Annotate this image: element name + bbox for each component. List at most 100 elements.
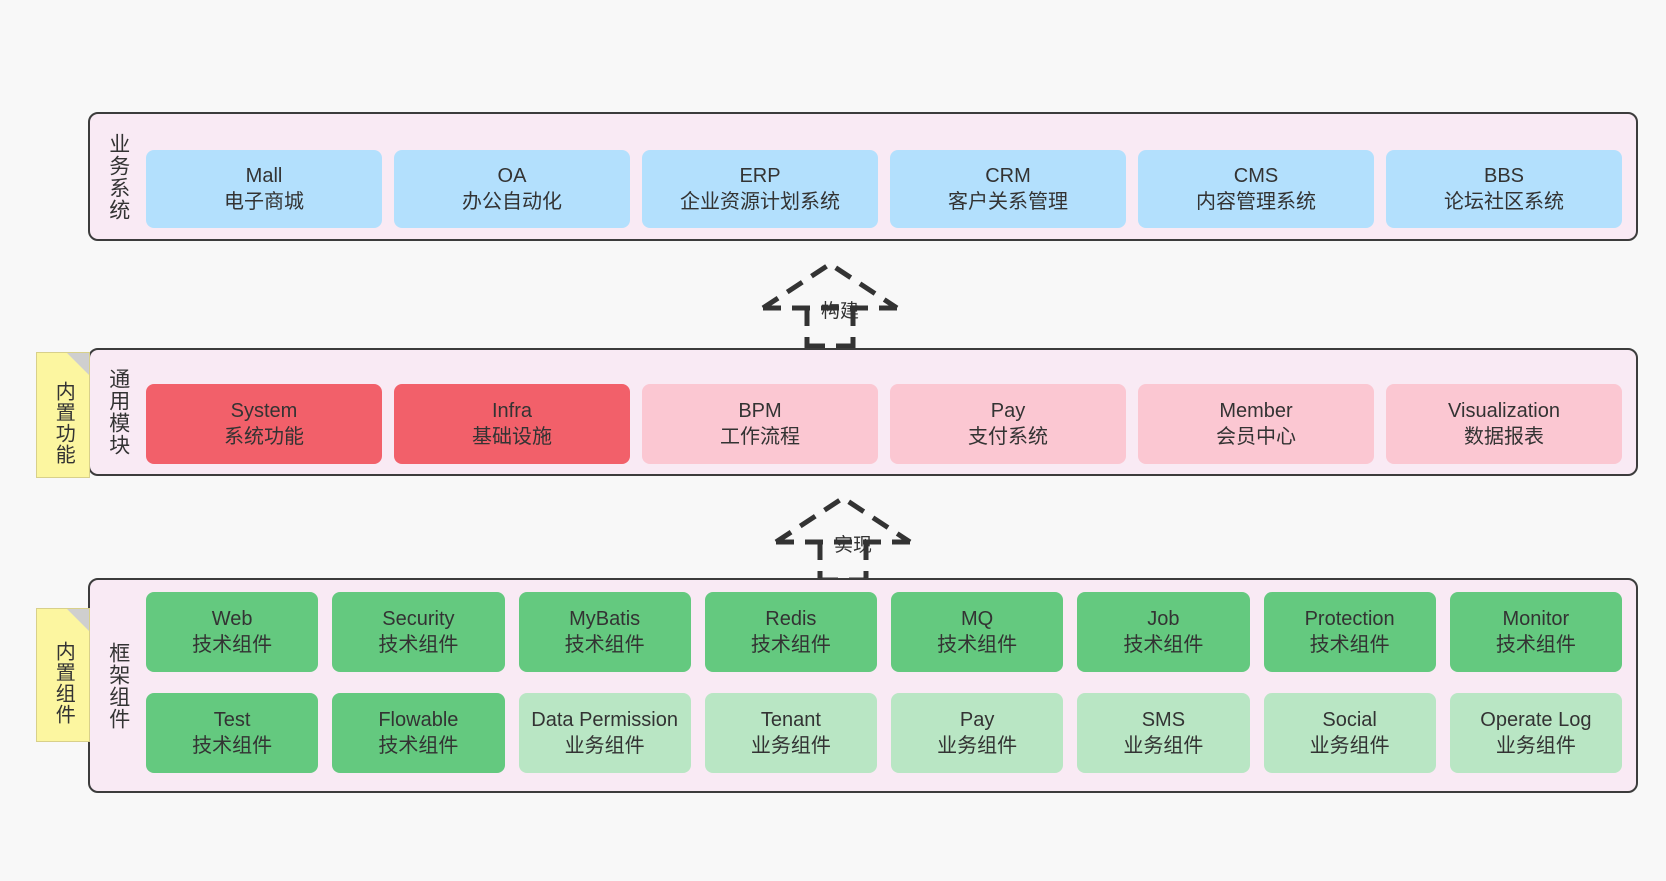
- sticky-note-builtin-function[interactable]: 内置功能: [36, 352, 90, 478]
- node-operate-log[interactable]: Operate Log 业务组件: [1449, 692, 1622, 773]
- node-subtitle: 支付系统: [968, 426, 1048, 448]
- node-monitor[interactable]: Monitor 技术组件: [1449, 592, 1622, 672]
- node-oa[interactable]: OA 办公自动化: [394, 149, 630, 228]
- node-name: Web: [211, 608, 253, 630]
- layer-body-common-module: System 系统功能 Infra 基础设施 BPM 工作流程 Pay 支付系统…: [146, 350, 1636, 498]
- node-subtitle: 数据报表: [1464, 426, 1544, 448]
- sticky-note-label: 内置功能: [52, 381, 75, 465]
- node-name: CRM: [985, 164, 1031, 187]
- node-bpm[interactable]: BPM 工作流程: [642, 384, 878, 464]
- node-subtitle: 技术组件: [1309, 634, 1390, 656]
- node-sms[interactable]: SMS 业务组件: [1077, 692, 1250, 773]
- generalization-arrow-icon: [761, 261, 899, 348]
- node-name: CMS: [1233, 164, 1279, 187]
- node-redis[interactable]: Redis 技术组件: [704, 592, 877, 672]
- node-subtitle: 电子商城: [224, 190, 304, 213]
- node-pay-component[interactable]: Pay 业务组件: [891, 692, 1064, 773]
- node-subtitle: 技术组件: [1495, 634, 1576, 656]
- node-subtitle: 技术组件: [750, 634, 831, 656]
- node-name: MQ: [961, 608, 994, 630]
- node-name: Flowable: [378, 708, 459, 731]
- node-mybatis[interactable]: MyBatis 技术组件: [518, 592, 691, 672]
- node-name: Infra: [491, 400, 533, 422]
- node-visualization[interactable]: Visualization 数据报表: [1386, 384, 1622, 464]
- node-subtitle: 客户关系管理: [948, 190, 1068, 213]
- node-web[interactable]: Web 技术组件: [146, 592, 319, 672]
- node-name: Protection: [1304, 608, 1395, 630]
- node-name: BBS: [1483, 164, 1525, 187]
- node-name: Job: [1147, 608, 1180, 630]
- layer-title-framework-component: 框架组件: [106, 641, 130, 730]
- node-subtitle: 业务组件: [1309, 734, 1390, 757]
- node-subtitle: 论坛社区系统: [1444, 190, 1564, 213]
- arrow-implement: 实现: [768, 492, 918, 582]
- node-subtitle: 技术组件: [192, 634, 273, 656]
- node-social[interactable]: Social 业务组件: [1263, 692, 1436, 773]
- node-data-permission[interactable]: Data Permission 业务组件: [518, 692, 691, 773]
- layer-business-system[interactable]: 业务系统 Mall 电子商城 OA 办公自动化 ERP 企业资源计划系统 CRM…: [88, 112, 1638, 241]
- node-subtitle: 技术组件: [1123, 634, 1204, 656]
- layer-body-framework-component: Web 技术组件 Security 技术组件 MyBatis 技术组件 Redi…: [146, 580, 1636, 791]
- node-erp[interactable]: ERP 企业资源计划系统: [642, 149, 878, 228]
- node-name: Member: [1219, 400, 1293, 422]
- node-name: Operate Log: [1480, 708, 1592, 731]
- node-mall[interactable]: Mall 电子商城: [146, 149, 382, 228]
- node-name: Social: [1322, 708, 1377, 731]
- node-member[interactable]: Member 会员中心: [1138, 384, 1374, 464]
- node-test[interactable]: Test 技术组件: [146, 692, 319, 773]
- node-name: Pay: [990, 400, 1026, 422]
- node-subtitle: 内容管理系统: [1196, 190, 1316, 213]
- node-name: OA: [497, 164, 527, 187]
- framework-row-tech: Web 技术组件 Security 技术组件 MyBatis 技术组件 Redi…: [146, 592, 1622, 679]
- node-name: Security: [382, 608, 455, 630]
- node-name: BPM: [738, 400, 782, 422]
- layer-common-module[interactable]: 通用模块 System 系统功能 Infra 基础设施 BPM 工作流程 Pay…: [88, 348, 1638, 476]
- node-name: Tenant: [760, 708, 821, 731]
- node-subtitle: 技术组件: [378, 634, 459, 656]
- node-name: Redis: [765, 608, 817, 630]
- node-job[interactable]: Job 技术组件: [1077, 592, 1250, 672]
- node-subtitle: 技术组件: [564, 634, 645, 656]
- layer-title-common-module: 通用模块: [106, 368, 130, 456]
- node-subtitle: 基础设施: [472, 426, 552, 448]
- node-name: SMS: [1141, 708, 1186, 731]
- node-crm[interactable]: CRM 客户关系管理: [890, 149, 1126, 228]
- node-flowable[interactable]: Flowable 技术组件: [332, 692, 505, 773]
- node-subtitle: 业务组件: [1495, 734, 1576, 757]
- node-subtitle: 业务组件: [937, 734, 1018, 757]
- node-bbs[interactable]: BBS 论坛社区系统: [1386, 149, 1622, 228]
- node-name: ERP: [739, 164, 781, 187]
- node-subtitle: 工作流程: [720, 426, 800, 448]
- layer-body-business-system: Mall 电子商城 OA 办公自动化 ERP 企业资源计划系统 CRM 客户关系…: [146, 114, 1636, 263]
- node-subtitle: 技术组件: [378, 734, 459, 757]
- arrow-label-build: 构建: [821, 301, 860, 322]
- node-tenant[interactable]: Tenant 业务组件: [704, 692, 877, 773]
- node-subtitle: 办公自动化: [462, 190, 562, 213]
- arrow-label-implement: 实现: [834, 535, 873, 556]
- arrow-build: 构建: [755, 258, 905, 348]
- node-system[interactable]: System 系统功能: [146, 384, 382, 464]
- node-security[interactable]: Security 技术组件: [332, 592, 505, 672]
- node-protection[interactable]: Protection 技术组件: [1263, 592, 1436, 672]
- node-name: Data Permission: [531, 708, 678, 731]
- node-subtitle: 系统功能: [224, 426, 304, 448]
- sticky-note-builtin-component[interactable]: 内置组件: [36, 608, 90, 742]
- node-name: MyBatis: [569, 608, 641, 630]
- node-name: Test: [213, 708, 251, 731]
- node-subtitle: 技术组件: [937, 634, 1018, 656]
- node-subtitle: 业务组件: [1123, 734, 1204, 757]
- layer-title-business-system: 业务系统: [106, 132, 130, 221]
- node-subtitle: 会员中心: [1216, 426, 1296, 448]
- framework-row-business: Test 技术组件 Flowable 技术组件 Data Permission …: [146, 692, 1622, 780]
- node-subtitle: 企业资源计划系统: [680, 190, 840, 213]
- node-cms[interactable]: CMS 内容管理系统: [1138, 149, 1374, 228]
- node-mq[interactable]: MQ 技术组件: [891, 592, 1064, 672]
- node-pay-module[interactable]: Pay 支付系统: [890, 384, 1126, 464]
- node-subtitle: 技术组件: [192, 734, 273, 757]
- node-name: Pay: [959, 708, 995, 731]
- node-infra[interactable]: Infra 基础设施: [394, 384, 630, 464]
- layer-framework-component[interactable]: 框架组件 Web 技术组件 Security 技术组件 MyBatis 技术组件…: [88, 578, 1638, 793]
- node-name: Monitor: [1502, 608, 1570, 630]
- node-name: System: [230, 400, 298, 422]
- node-subtitle: 业务组件: [564, 734, 645, 757]
